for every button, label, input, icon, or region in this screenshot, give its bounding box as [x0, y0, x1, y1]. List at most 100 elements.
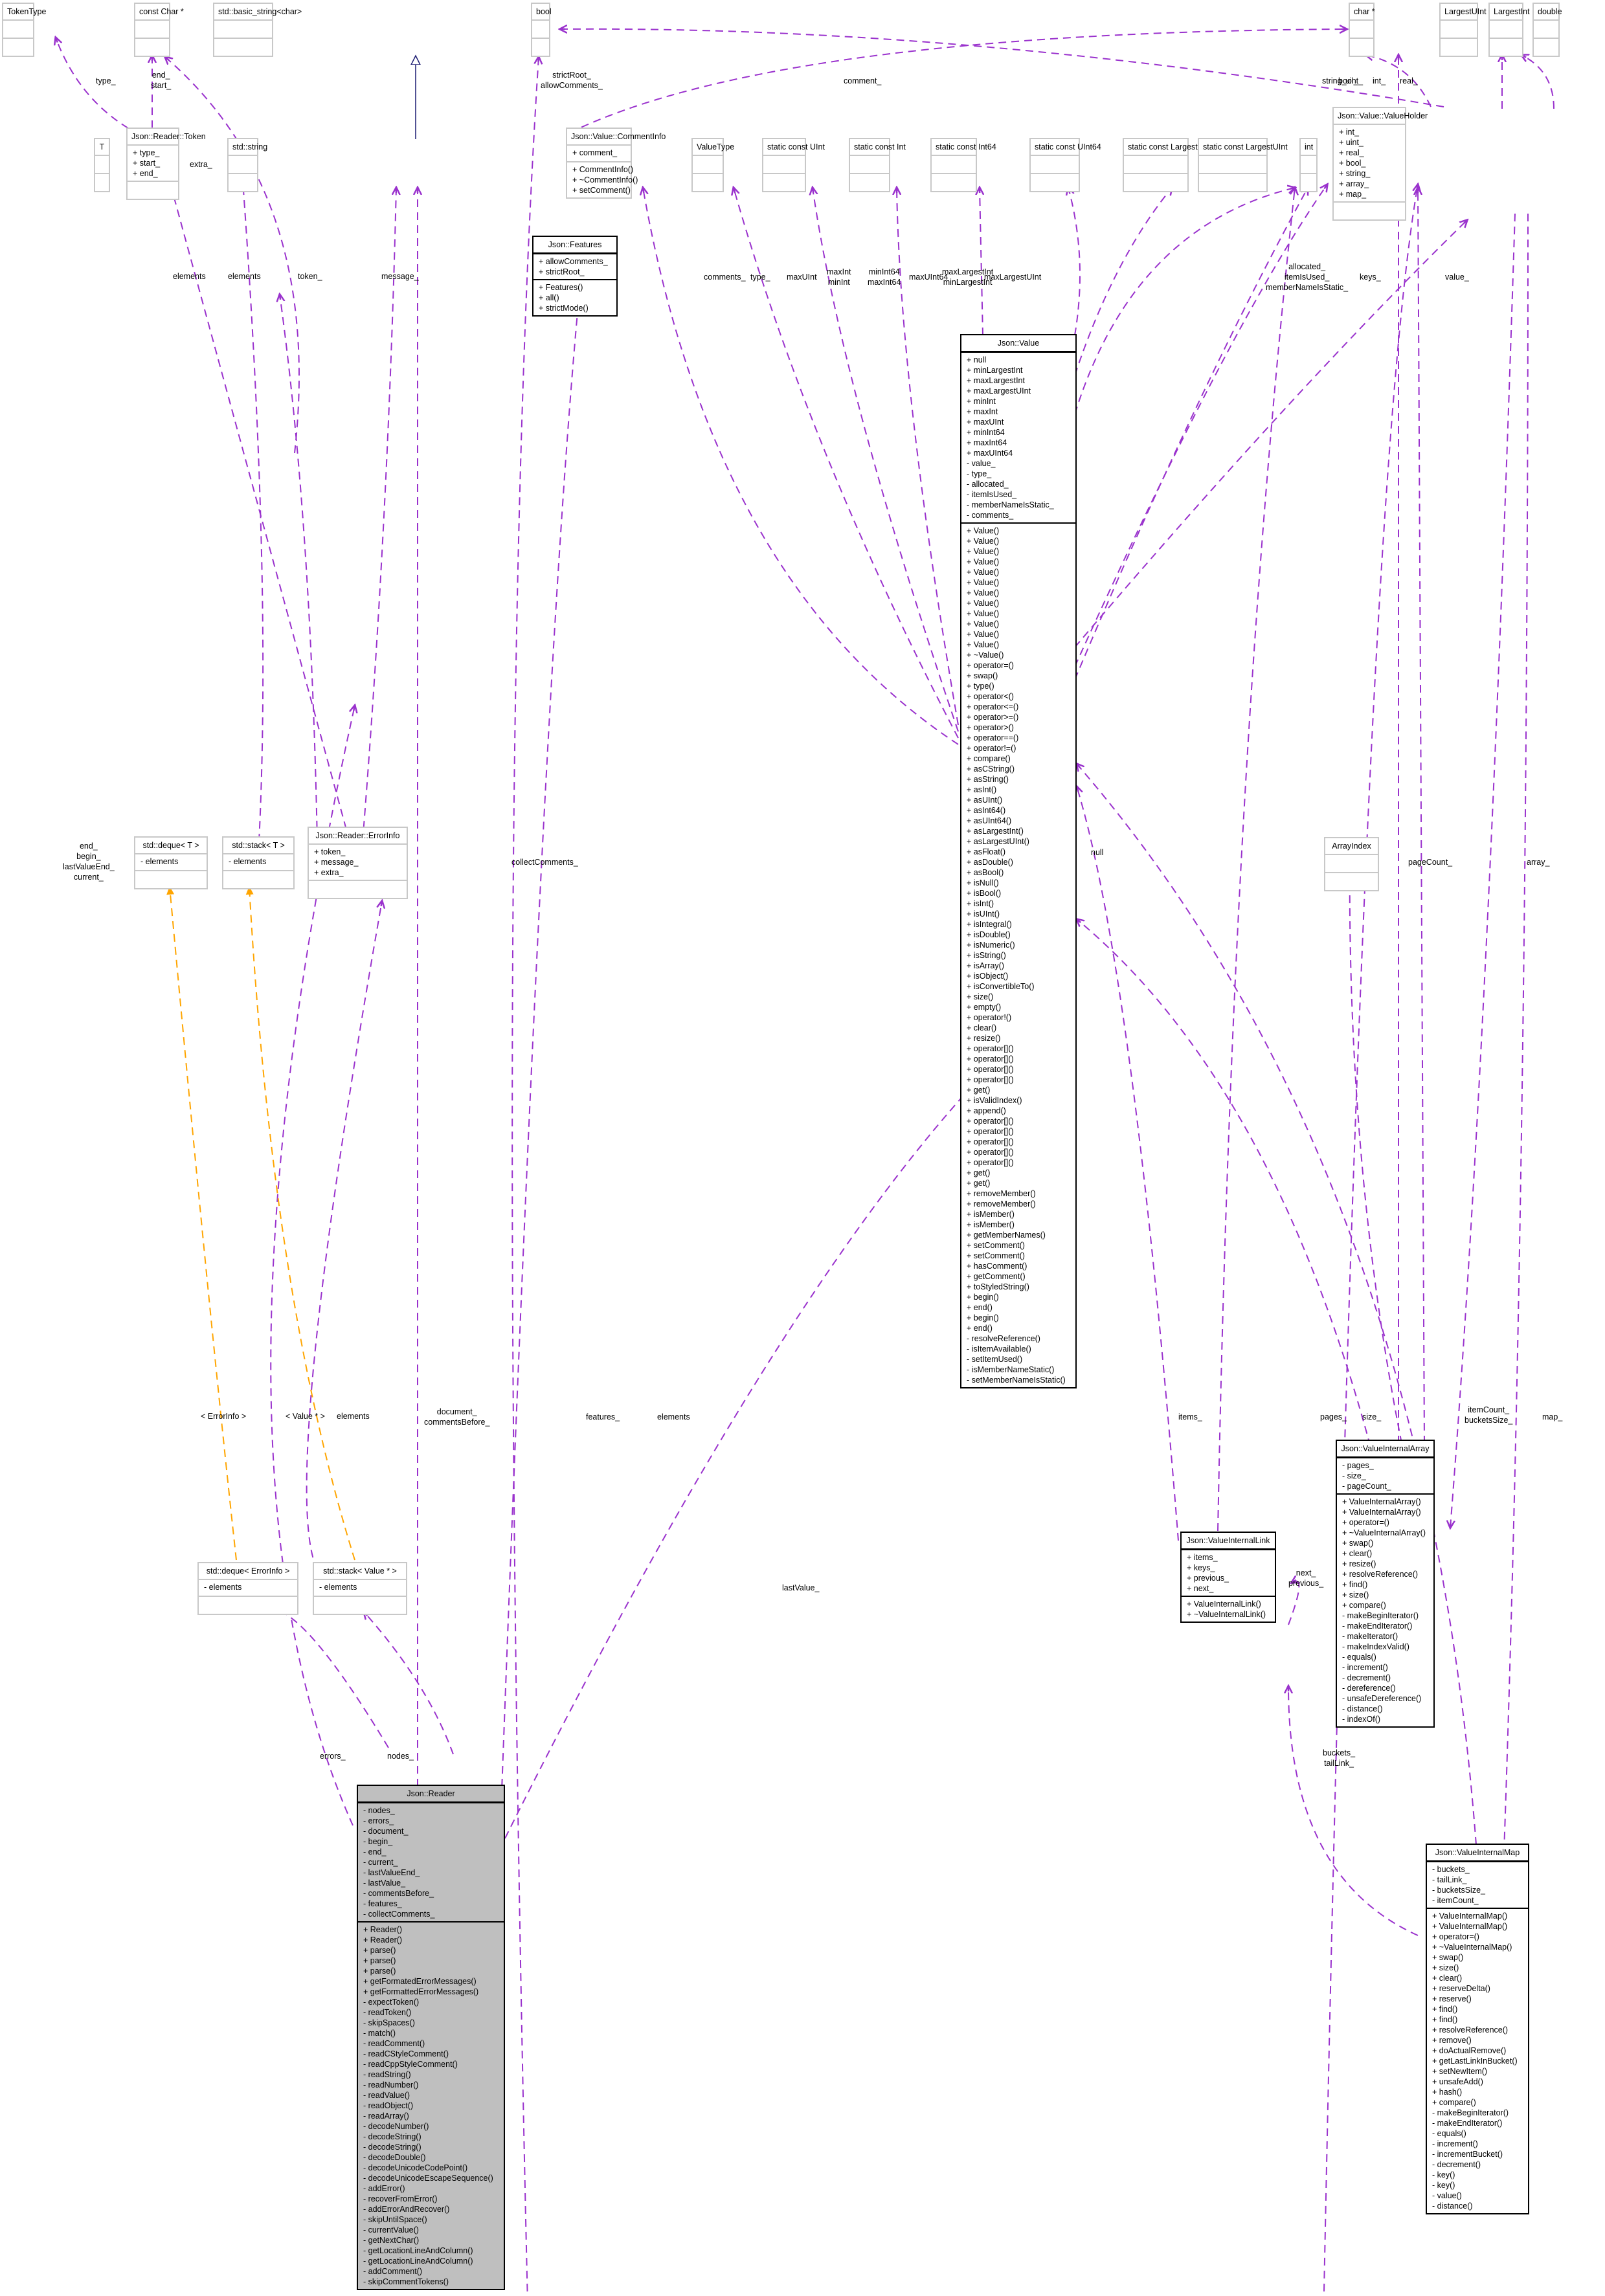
- attribute: + map_: [1339, 190, 1367, 199]
- method: - skipSpaces(): [363, 2018, 415, 2027]
- attribute-list: - pages_- size_- pageCount_: [1337, 1458, 1433, 1495]
- method: - skipCommentTokens(): [363, 2277, 449, 2286]
- class-array-index[interactable]: ArrayIndex: [1324, 837, 1379, 891]
- class-value-internal-map[interactable]: Json::ValueInternalMap - buckets_- tailL…: [1426, 1844, 1529, 2214]
- class-const-char-ptr[interactable]: const Char *: [134, 3, 184, 57]
- edge-label: strictRoot_ allowComments_: [541, 71, 603, 90]
- method: + setComment(): [572, 186, 631, 195]
- method: + isMember(): [967, 1210, 1015, 1219]
- class-valuetype[interactable]: ValueType: [691, 138, 734, 192]
- class-value-internal-array[interactable]: Json::ValueInternalArray - pages_- size_…: [1336, 1440, 1435, 1728]
- method-list: + ValueInternalMap()+ ValueInternalMap()…: [1427, 1909, 1528, 2213]
- method: + reserve(): [1432, 1994, 1472, 2003]
- class-title: ValueType: [693, 139, 734, 156]
- method: - readCppStyleComment(): [363, 2060, 458, 2069]
- class-std-stack-value-ptr[interactable]: std::stack< Value * > - elements: [313, 1562, 407, 1615]
- method: + Value(): [967, 599, 1000, 608]
- method: + isNumeric(): [967, 941, 1015, 950]
- class-comment-info[interactable]: Json::Value::CommentInfo + comment_ + Co…: [566, 128, 666, 199]
- class-title: const Char *: [135, 4, 184, 21]
- attribute: + next_: [1187, 1584, 1214, 1593]
- method: - incrementBucket(): [1432, 2150, 1503, 2159]
- attribute: + maxInt64: [967, 438, 1007, 447]
- method: + operator>(): [967, 723, 1014, 732]
- class-largest-int[interactable]: LargestInt: [1488, 3, 1530, 57]
- method: + operator!=(): [967, 744, 1016, 753]
- method: + operator[](): [967, 1117, 1014, 1126]
- method: + Value(): [967, 547, 1000, 556]
- class-tokentype[interactable]: TokenType: [2, 3, 46, 57]
- class-char-ptr[interactable]: char *: [1349, 3, 1375, 57]
- attribute: + maxLargestInt: [967, 376, 1025, 385]
- attribute: - end_: [363, 1847, 387, 1856]
- class-bool[interactable]: bool: [531, 3, 552, 57]
- attribute: - elements: [204, 1583, 242, 1592]
- class-title: static const LargestInt: [1124, 139, 1207, 156]
- edge-label: comments_: [704, 273, 746, 282]
- attribute: - comments_: [967, 511, 1014, 520]
- attribute: + previous_: [1187, 1574, 1229, 1583]
- method: - isMemberNameStatic(): [967, 1365, 1055, 1374]
- attribute: - buckets_: [1432, 1865, 1470, 1874]
- method: - decrement(): [1432, 2160, 1481, 2169]
- edge-label: lastValue_: [782, 1583, 820, 1592]
- edge-label: size_: [1362, 1412, 1382, 1421]
- method: + isConvertibleTo(): [967, 982, 1035, 991]
- method: - equals(): [1342, 1653, 1376, 1662]
- class-static-const-largestuint[interactable]: static const LargestUInt: [1198, 138, 1288, 192]
- method: + operator[](): [967, 1054, 1014, 1064]
- class-static-const-int[interactable]: static const Int: [849, 138, 906, 192]
- class-static-const-largestint[interactable]: static const LargestInt: [1123, 138, 1207, 192]
- edge-label: array_: [1527, 858, 1550, 867]
- attribute: - value_: [967, 459, 996, 468]
- class-title: Json::ValueInternalLink: [1182, 1533, 1275, 1550]
- edge-label: pageCount_: [1408, 858, 1453, 867]
- class-title: LargestInt: [1490, 4, 1530, 21]
- class-json-value[interactable]: Json::Value + null+ minLargestInt+ maxLa…: [960, 334, 1077, 1388]
- method: + asUInt(): [967, 796, 1003, 805]
- edge-label: type_: [750, 273, 770, 282]
- class-largest-uint[interactable]: LargestUInt: [1439, 3, 1487, 57]
- method: + parse(): [363, 1956, 396, 1965]
- method: + Value(): [967, 640, 1000, 649]
- class-value-internal-link[interactable]: Json::ValueInternalLink + items_ + keys_…: [1180, 1532, 1276, 1623]
- class-title: std::stack< T >: [223, 838, 293, 854]
- class-title: static const Int: [850, 139, 906, 156]
- attribute: + comment_: [572, 148, 618, 157]
- class-std-string[interactable]: std::string: [227, 138, 267, 192]
- class-reader-error-info[interactable]: Json::Reader::ErrorInfo + token_ + messa…: [308, 827, 408, 899]
- edge-label: items_: [1178, 1412, 1202, 1421]
- method: + getFormatedErrorMessages(): [363, 1977, 477, 1986]
- method: - increment(): [1342, 1663, 1388, 1672]
- class-reader-token[interactable]: Json::Reader::Token + type_ + start_ + e…: [126, 128, 206, 200]
- method: + operator[](): [967, 1044, 1014, 1053]
- method: + asLargestUInt(): [967, 837, 1029, 846]
- class-title: static const LargestUInt: [1199, 139, 1288, 156]
- method: + toStyledString(): [967, 1282, 1029, 1291]
- edge-label: nodes_: [387, 1752, 414, 1761]
- class-basic-string[interactable]: std::basic_string<char>: [213, 3, 302, 57]
- attribute: - itemCount_: [1432, 1896, 1479, 1905]
- class-static-const-int64[interactable]: static const Int64: [930, 138, 996, 192]
- class-value-holder[interactable]: Json::Value::ValueHolder + int_ + uint_ …: [1332, 107, 1428, 221]
- method: + Value(): [967, 526, 1000, 535]
- class-static-const-uint[interactable]: static const UInt: [762, 138, 825, 192]
- class-title: static const Int64: [932, 139, 996, 156]
- edge-label: comment_: [844, 76, 882, 85]
- class-std-deque-t[interactable]: std::deque< T > - elements: [134, 836, 208, 889]
- class-json-features[interactable]: Json::Features + allowComments_ + strict…: [532, 236, 618, 317]
- class-title: int: [1301, 139, 1316, 156]
- class-std-deque-errorinfo[interactable]: std::deque< ErrorInfo > - elements: [197, 1562, 298, 1615]
- method: + hasComment(): [967, 1262, 1027, 1271]
- class-t[interactable]: T: [94, 138, 110, 192]
- class-title: Json::Reader::Token: [128, 129, 206, 146]
- edge-label: int_: [1373, 76, 1386, 85]
- class-json-reader[interactable]: Json::Reader - nodes_- errors_- document…: [357, 1785, 505, 2290]
- method: - decodeUnicodeCodePoint(): [363, 2163, 468, 2172]
- class-static-const-uint64[interactable]: static const UInt64: [1029, 138, 1101, 192]
- class-std-stack-t[interactable]: std::stack< T > - elements: [222, 836, 295, 889]
- class-double[interactable]: double: [1532, 3, 1562, 57]
- method: - addErrorAndRecover(): [363, 2205, 450, 2214]
- class-int[interactable]: int: [1299, 138, 1318, 192]
- method: + asLargestInt(): [967, 827, 1024, 836]
